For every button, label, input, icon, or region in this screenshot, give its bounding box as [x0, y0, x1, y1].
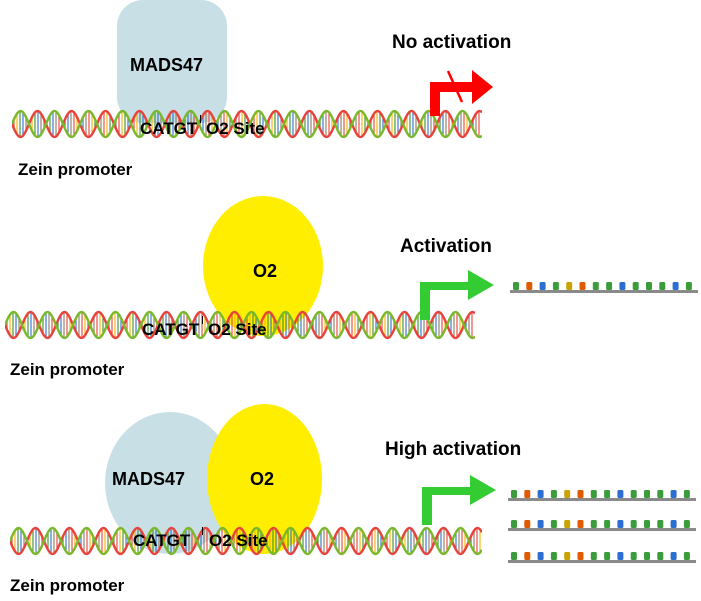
transcript [510, 282, 698, 293]
catgt-motif: CATGT [133, 531, 191, 550]
dna-helix [12, 109, 482, 139]
o2-label: O2 [250, 469, 275, 489]
dna-helix [10, 526, 482, 556]
panel-heading: Activation [400, 236, 492, 257]
motif-marker [200, 115, 201, 123]
zein-promoter-label: Zein promoter [10, 576, 125, 595]
dna-helix [5, 310, 475, 340]
zein-promoter-label: Zein promoter [10, 360, 125, 379]
motif-marker [202, 527, 203, 535]
o2-label: O2 [253, 261, 278, 281]
mads47-protein [117, 0, 227, 123]
panel-heading: No activation [392, 32, 512, 53]
transcript [508, 490, 696, 501]
blocked-transcription-arrow [430, 70, 493, 116]
o2-site-label: O2 Site [206, 119, 265, 138]
o2-site-label: O2 Site [209, 531, 268, 550]
panel-heading: High activation [385, 439, 522, 460]
motif-marker [202, 316, 203, 324]
catgt-motif: CATGT [142, 320, 200, 339]
transcript [508, 520, 696, 531]
catgt-motif: CATGT [140, 119, 198, 138]
o2-site-label: O2 Site [208, 320, 267, 339]
active-transcription-arrow [420, 270, 494, 320]
mads47-label: MADS47 [130, 55, 204, 75]
zein-promoter-label: Zein promoter [18, 160, 133, 179]
mads47-label: MADS47 [112, 469, 186, 489]
active-transcription-arrow [422, 475, 496, 525]
transcript [508, 552, 696, 563]
